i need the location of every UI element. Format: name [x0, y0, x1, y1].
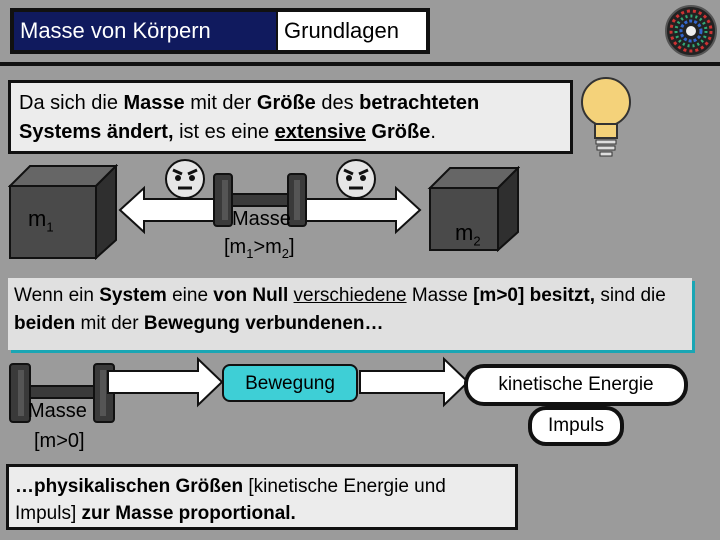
angry-face-icon [336, 159, 376, 199]
arrow-right-icon [359, 356, 470, 408]
mass-label: Masse [28, 400, 87, 422]
motion-label: Bewegung [222, 364, 358, 402]
title-bar: Masse von Körpern Grundlagen [10, 8, 430, 54]
cube-m2 [427, 166, 520, 252]
arrow-right-icon [301, 185, 422, 235]
header-divider [0, 62, 720, 66]
mandala-logo-icon [665, 5, 717, 57]
topic-title: Masse von Körpern [14, 12, 276, 50]
momentum-label: Impuls [528, 406, 624, 446]
condition-text-box: Wenn ein System eine von Null verschiede… [8, 278, 692, 350]
m1-label: m1 [28, 206, 54, 235]
angry-face-icon [165, 159, 205, 199]
dumbbell-icon [213, 173, 307, 227]
arrow-right-icon [107, 356, 224, 408]
m2-label: m2 [455, 220, 481, 249]
cube-m1 [8, 164, 118, 260]
lightbulb-icon [581, 77, 631, 157]
intro-text-box: Da sich die Masse mit der Größe des betr… [8, 80, 573, 154]
conclusion-text-box: …physikalischen Größen [kinetische Energ… [6, 464, 518, 530]
mass-comparison-label: [m1>m2] [224, 236, 295, 261]
mass-condition-label: [m>0] [34, 430, 85, 452]
section-title: Grundlagen [278, 12, 426, 50]
kinetic-energy-label: kinetische Energie [464, 364, 688, 406]
mass-label: Masse [232, 208, 291, 230]
